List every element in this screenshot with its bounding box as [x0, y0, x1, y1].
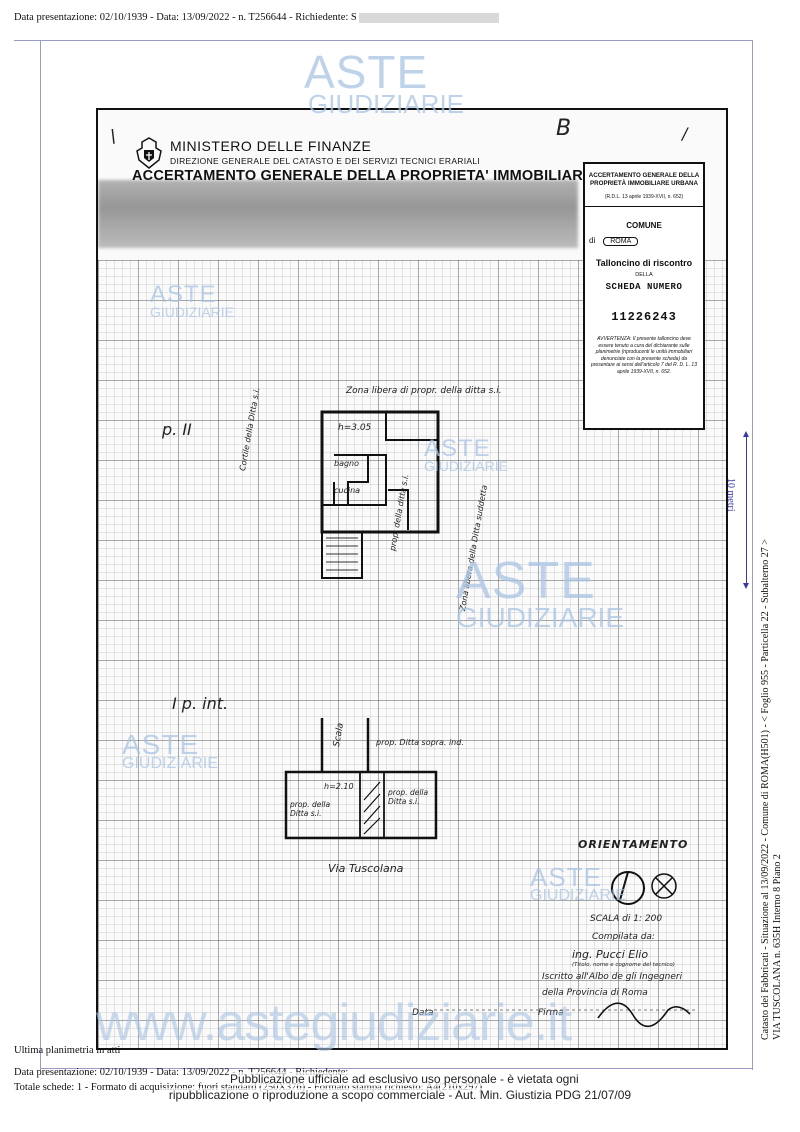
- footer-ultima: Ultima planimetria in atti: [14, 1045, 121, 1056]
- watermark-bottom-right: ASTE GIUDIZIARIE: [530, 862, 627, 905]
- firma-label: Firma: [538, 1008, 564, 1018]
- ministry-title: MINISTERO DELLE FINANZE: [170, 138, 372, 154]
- label-zone-top: Zona libera di propr. della ditta s.i.: [346, 386, 502, 396]
- footer-notice-2: ripubblicazione o riproduzione a scopo c…: [160, 1088, 640, 1102]
- watermark-top: ASTE GIUDIZIARIE: [304, 46, 465, 120]
- compilata-label: Compilata da:: [592, 932, 655, 942]
- main-title-wrap: ACCERTAMENTO GENERALE DELLA PROPRIETA' I…: [132, 166, 661, 184]
- ministry-subtitle: DIREZIONE GENERALE DEL CATASTO E DEI SER…: [170, 156, 481, 166]
- header-line: Data presentazione: 02/10/1939 - Data: 1…: [14, 12, 499, 23]
- side-line-2: VIA TUSCOLANA n. 635H Interno 8 Piano 2: [772, 854, 783, 1040]
- scale-value: SCALA di 1: 200: [590, 914, 663, 924]
- orientamento-label: ORIENTAMENTO: [578, 838, 689, 851]
- footer-line-2: Totale schede: 1 - Formato di acquisizio…: [14, 1082, 482, 1093]
- watermark-left-lower: ASTE GIUDIZIARIE: [122, 729, 219, 773]
- label-bagno: bagno: [334, 459, 360, 468]
- stub-law: (R.D.L. 13 aprile 1939-XVII, n. 652): [604, 194, 684, 200]
- frame-left-line: [40, 40, 41, 1070]
- floor-plan-drawing: [284, 410, 698, 1028]
- ministry-heading: MINISTERO DELLE FINANZE DIREZIONE GENERA…: [170, 138, 480, 166]
- tick-mark: \: [110, 126, 117, 147]
- stub-divider: [585, 206, 703, 207]
- compiler-caption: (Titolo, nome e cognome del tecnico): [572, 962, 675, 968]
- cadastral-document: MINISTERO DELLE FINANZE DIREZIONE GENERA…: [96, 108, 728, 1050]
- watermark-center: ASTE GIUDIZIARIE: [456, 552, 625, 633]
- side-info: Catasto dei Fabbricati - Situazione al 1…: [760, 539, 784, 1040]
- label-prop-left: prop. della Ditta s.i.: [290, 800, 331, 818]
- footer-line-1: Data presentazione: 02/10/1939 - Data: 1…: [14, 1067, 349, 1078]
- provincia-label: della Provincia di Roma: [542, 988, 648, 998]
- stub-title: ACCERTAMENTO GENERALE DELLA PROPRIETÀ IM…: [588, 172, 700, 187]
- label-height-upper: h=3.05: [338, 423, 372, 433]
- stub-comune-name: ROMA: [603, 237, 639, 246]
- iscritto-label: Iscritto all'Albo de gli Ingegneri: [542, 972, 683, 982]
- label-prop-right: prop. della Ditta s.i.: [388, 788, 429, 806]
- footer-notice-1: Pubblicazione ufficiale ad esclusivo uso…: [230, 1072, 579, 1086]
- main-title: ACCERTAMENTO GENERALE DELLA PROPRIETA' I…: [132, 168, 662, 184]
- stub-card: ACCERTAMENTO GENERALE DELLA PROPRIETÀ IM…: [583, 162, 705, 430]
- label-cucina: cucina: [334, 486, 361, 495]
- slash-mark: /: [682, 124, 688, 143]
- label-height-lower: h=2.10: [324, 782, 354, 791]
- label-floor-upper: p. II: [162, 420, 192, 439]
- frame-right-line: [752, 40, 753, 1070]
- stub-warning: AVVERTENZA: Il presente talloncino deve …: [590, 336, 697, 375]
- frame-top-line: [14, 40, 752, 41]
- frame-bottom-line: [40, 1068, 752, 1069]
- data-label: Data: [412, 1008, 434, 1018]
- scale-marker-label: 10 metri: [725, 478, 736, 512]
- label-floor-lower: I p. int.: [172, 694, 229, 713]
- stub-number: 11226243: [611, 310, 677, 324]
- label-street: Via Tuscolana: [328, 862, 404, 875]
- redacted-name: [358, 12, 499, 23]
- scale-arrow: [743, 431, 749, 589]
- watermark-left-upper: ASTE GIUDIZIARIE: [150, 281, 235, 320]
- stub-comune-label: COMUNE: [626, 221, 662, 230]
- compiler-name: ing. Pucci Elio: [572, 948, 649, 961]
- label-prop-sopra: prop. Ditta sopra. ind.: [376, 738, 464, 747]
- redacted-band: [98, 180, 578, 248]
- side-line-1: Catasto dei Fabbricati - Situazione al 1…: [760, 539, 771, 1040]
- stub-tallon-title: Talloncino di riscontro: [595, 258, 693, 268]
- corner-mark: B: [556, 116, 572, 141]
- watermark-mid: ASTE GIUDIZIARIE: [424, 435, 509, 474]
- watermark-site: www.astegiudiziarie.it: [96, 994, 572, 1052]
- stub-della: DELLA: [635, 272, 653, 278]
- stub-scheda: SCHEDA NUMERO: [605, 282, 683, 292]
- emblem-icon: [136, 137, 162, 169]
